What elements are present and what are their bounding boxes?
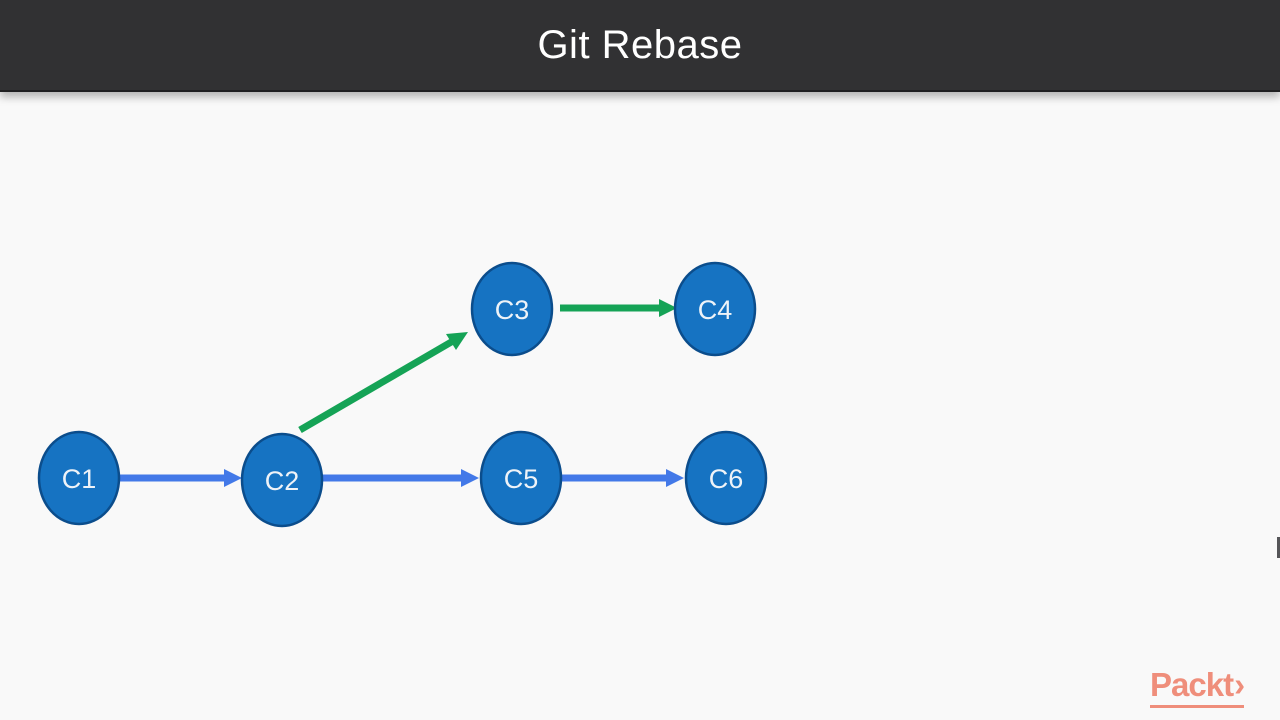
packt-logo-text: Packt xyxy=(1150,666,1234,703)
commit-label: C4 xyxy=(698,295,733,325)
commit-circle xyxy=(479,430,563,526)
edge-c3-c4 xyxy=(560,299,677,317)
commit-circle xyxy=(37,430,121,526)
arrowhead-icon xyxy=(461,469,479,487)
packt-logo: Packt› xyxy=(1150,666,1245,708)
edge-c2-c5 xyxy=(322,469,479,487)
packt-chevron-icon: › xyxy=(1234,666,1245,703)
page-title: Git Rebase xyxy=(537,22,743,67)
commit-label: C3 xyxy=(495,295,530,325)
right-edge-artifact xyxy=(1277,537,1280,558)
commit-label: C2 xyxy=(265,466,300,496)
commit-label: C5 xyxy=(504,464,539,494)
commit-node-c6: C6 xyxy=(684,430,768,526)
arrowhead-icon xyxy=(666,469,684,487)
edge-c1-c2 xyxy=(119,469,242,487)
commit-node-c2: C2 xyxy=(240,432,324,528)
title-bar: Git Rebase xyxy=(0,0,1280,92)
commit-node-c1: C1 xyxy=(37,430,121,526)
edge-line xyxy=(298,337,455,434)
commit-circle xyxy=(470,261,554,357)
edge-c5-c6 xyxy=(561,469,684,487)
commit-label: C6 xyxy=(709,464,744,494)
arrowhead-icon xyxy=(224,469,242,487)
commit-node-c4: C4 xyxy=(673,261,757,357)
arrowhead-icon xyxy=(446,332,468,350)
commit-circle xyxy=(240,432,324,528)
commit-circle xyxy=(673,261,757,357)
commit-label: C1 xyxy=(62,464,97,494)
commit-circle xyxy=(684,430,768,526)
edge-c2-c3 xyxy=(298,332,468,434)
commit-node-c3: C3 xyxy=(470,261,554,357)
arrowhead-icon xyxy=(659,299,677,317)
commit-node-c5: C5 xyxy=(479,430,563,526)
